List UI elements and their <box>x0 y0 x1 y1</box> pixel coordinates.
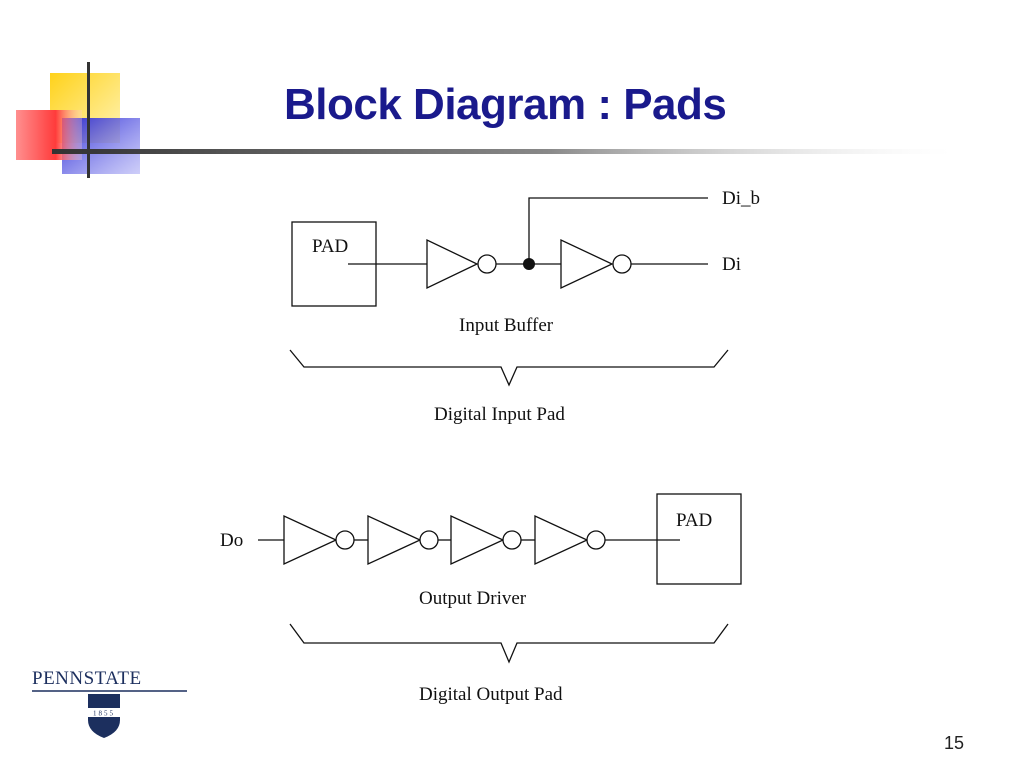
input-pad-section: PAD Di_b Di Input Buffer Digital Input P… <box>289 188 760 425</box>
vertical-rule <box>87 62 90 178</box>
output-inverter-2 <box>367 514 439 566</box>
page-number: 15 <box>943 733 964 753</box>
output-group-brace <box>289 623 729 664</box>
slide-title: Block Diagram : Pads <box>284 80 727 129</box>
di-label: Di <box>722 254 741 275</box>
di-b-label: Di_b <box>722 188 760 209</box>
output-driver-label: Output Driver <box>419 588 527 609</box>
pennstate-logo: PENNSTATE 1855 <box>30 668 200 748</box>
output-inverter-1 <box>283 514 355 566</box>
do-label: Do <box>220 530 243 551</box>
svg-text:1855: 1855 <box>93 710 115 718</box>
pennstate-shield-icon: 1855 <box>32 690 187 738</box>
output-pad-box <box>656 493 742 585</box>
output-inverter-3 <box>450 514 522 566</box>
di-b-wire <box>528 197 708 264</box>
pennstate-wordmark: PENNSTATE <box>32 668 142 689</box>
output-pad-label: PAD <box>676 510 712 531</box>
input-pad-label: PAD <box>312 236 348 257</box>
input-group-brace <box>289 349 729 387</box>
output-inverter-4 <box>534 514 606 566</box>
input-inverter-2 <box>560 238 632 290</box>
output-pad-section: Do PAD Output Driver Digital Output Pad <box>220 493 742 705</box>
input-buffer-label: Input Buffer <box>459 315 554 336</box>
input-inverter-1 <box>426 238 497 290</box>
digital-input-pad-label: Digital Input Pad <box>434 404 565 425</box>
digital-output-pad-label: Digital Output Pad <box>419 684 563 705</box>
title-rule <box>52 149 952 154</box>
